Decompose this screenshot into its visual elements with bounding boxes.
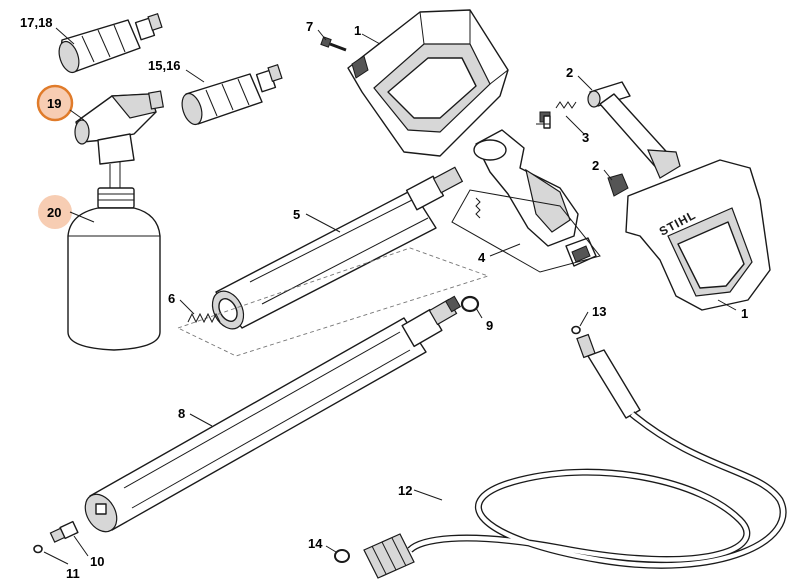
label-6: 6	[168, 291, 175, 306]
label-13: 13	[592, 304, 606, 319]
label-19: 19	[47, 96, 61, 111]
clip-2-mid[interactable]	[607, 173, 629, 197]
nipple-10[interactable]	[49, 520, 79, 543]
hose-12[interactable]	[363, 333, 787, 579]
label-3: 3	[582, 130, 589, 145]
label-20: 20	[47, 205, 61, 220]
label-11: 11	[66, 566, 80, 581]
highlight-circle-20	[38, 195, 72, 229]
bottle-20[interactable]	[67, 187, 161, 351]
label-17-18: 17,18	[20, 15, 53, 30]
screw-7[interactable]	[320, 36, 347, 52]
label-1-right: 1	[741, 306, 748, 321]
label-10: 10	[90, 554, 104, 569]
o-ring-14[interactable]	[334, 549, 350, 563]
label-5: 5	[293, 207, 300, 222]
lever-2-top[interactable]	[587, 81, 681, 179]
handle-1-right[interactable]: STIHL	[625, 159, 771, 311]
label-2-top: 2	[566, 65, 573, 80]
label-15-16: 15,16	[148, 58, 181, 73]
handle-housing-1-top[interactable]	[347, 9, 509, 157]
label-2-mid: 2	[592, 158, 599, 173]
leader-lines	[43, 27, 737, 565]
label-7: 7	[306, 19, 313, 34]
label-1-top: 1	[354, 23, 361, 38]
nozzle-17-18[interactable]	[55, 13, 163, 75]
lance-tube-5[interactable]	[206, 166, 464, 334]
o-ring-13[interactable]	[571, 325, 581, 335]
foam-nozzle-19[interactable]	[74, 90, 164, 190]
label-14: 14	[308, 536, 323, 551]
label-9: 9	[486, 318, 493, 333]
label-12: 12	[398, 483, 412, 498]
label-4: 4	[478, 250, 486, 265]
o-ring-11[interactable]	[33, 544, 43, 554]
nozzle-15-16[interactable]	[178, 64, 283, 127]
assembly-outline	[176, 247, 490, 357]
spray-lance-8[interactable]	[79, 295, 462, 537]
o-ring-9[interactable]	[460, 295, 480, 313]
label-8: 8	[178, 406, 185, 421]
valve-3[interactable]	[536, 101, 577, 129]
highlight-circle-19	[36, 84, 74, 122]
spring-6[interactable]	[187, 312, 221, 324]
trigger-4[interactable]	[451, 129, 601, 273]
